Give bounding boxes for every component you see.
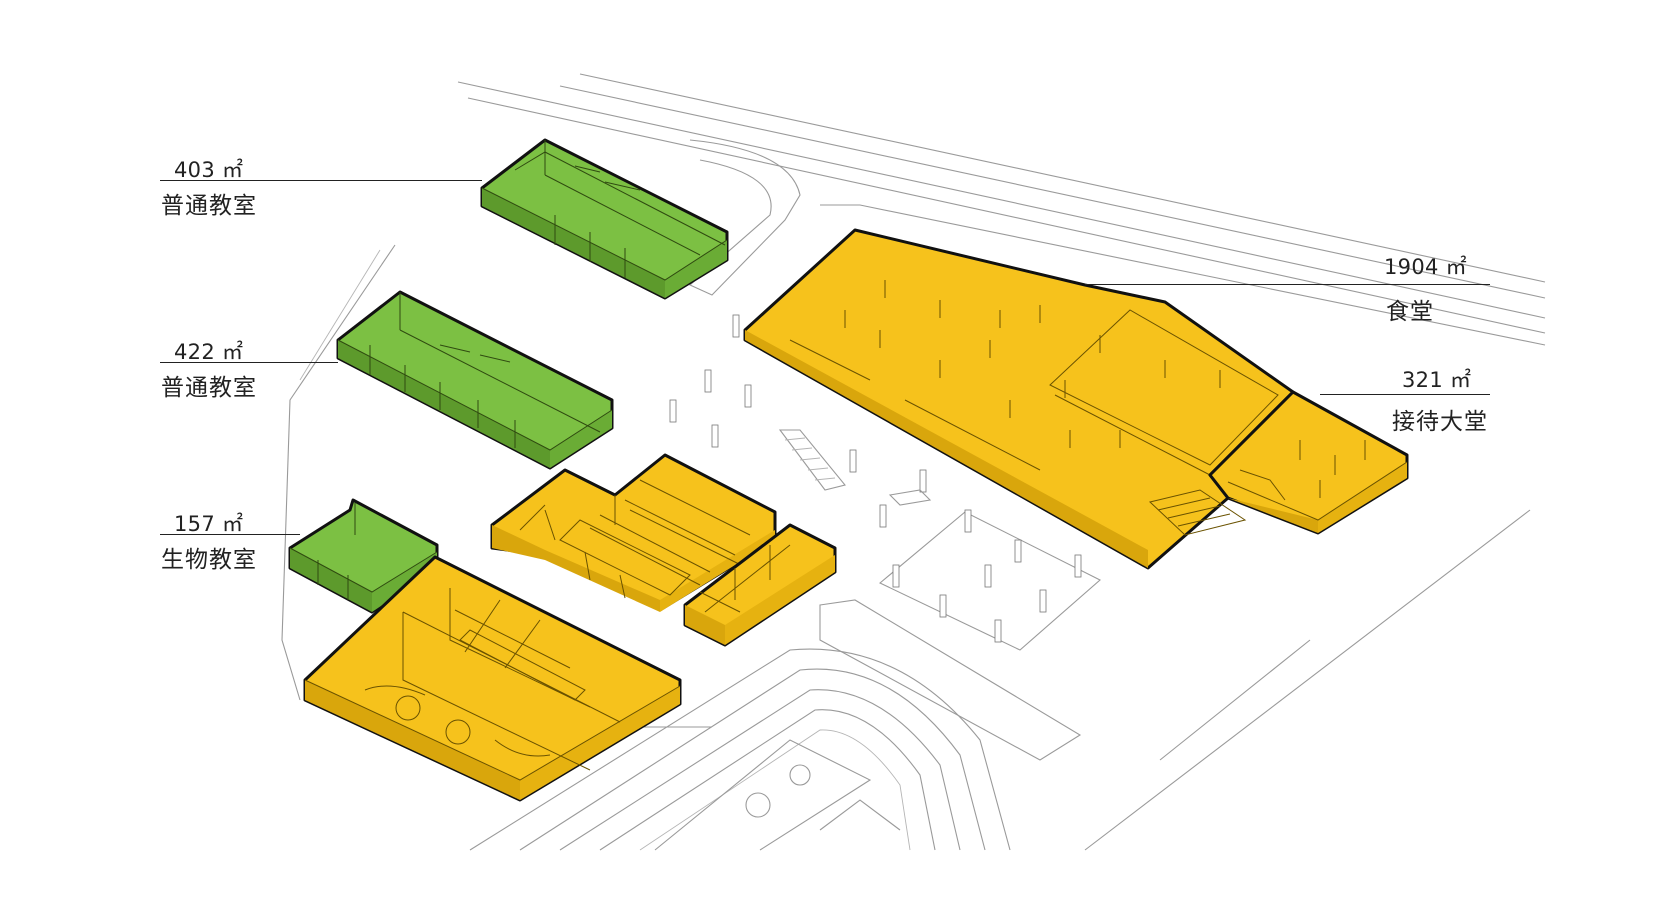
biology-room-leader-line bbox=[160, 534, 300, 535]
classroom-block-403 bbox=[480, 138, 729, 300]
classroom-b-area-label: 422 ㎡ bbox=[174, 340, 244, 364]
canteen-area-label: 1904 ㎡ bbox=[1384, 255, 1467, 279]
biology-room-area-label: 157 ㎡ bbox=[174, 512, 244, 536]
reception-hall-name-label: 接待大堂 bbox=[1392, 409, 1488, 435]
site-context-lines bbox=[281, 73, 1546, 851]
canteen-name-label: 食堂 bbox=[1386, 299, 1434, 325]
small-facility-block bbox=[683, 523, 837, 647]
classroom-b-leader-line bbox=[160, 362, 338, 363]
canteen-leader-line bbox=[1085, 284, 1490, 285]
auditorium-block bbox=[490, 453, 777, 612]
gym-block bbox=[303, 555, 682, 802]
canteen-block bbox=[743, 228, 1295, 570]
plaza-columns bbox=[669, 314, 1082, 643]
biology-room-name-label: 生物教室 bbox=[161, 547, 257, 573]
classroom-b-name-label: 普通教室 bbox=[161, 375, 257, 401]
classroom-a-area-label: 403 ㎡ bbox=[174, 158, 244, 182]
reception-hall-block bbox=[1208, 390, 1409, 535]
reception-hall-area-label: 321 ㎡ bbox=[1402, 368, 1472, 392]
reception-hall-leader-line bbox=[1320, 394, 1490, 395]
classroom-a-name-label: 普通教室 bbox=[161, 193, 257, 219]
biology-block-157 bbox=[288, 498, 439, 614]
classroom-block-422 bbox=[336, 290, 614, 470]
classroom-a-leader-line bbox=[160, 180, 482, 181]
